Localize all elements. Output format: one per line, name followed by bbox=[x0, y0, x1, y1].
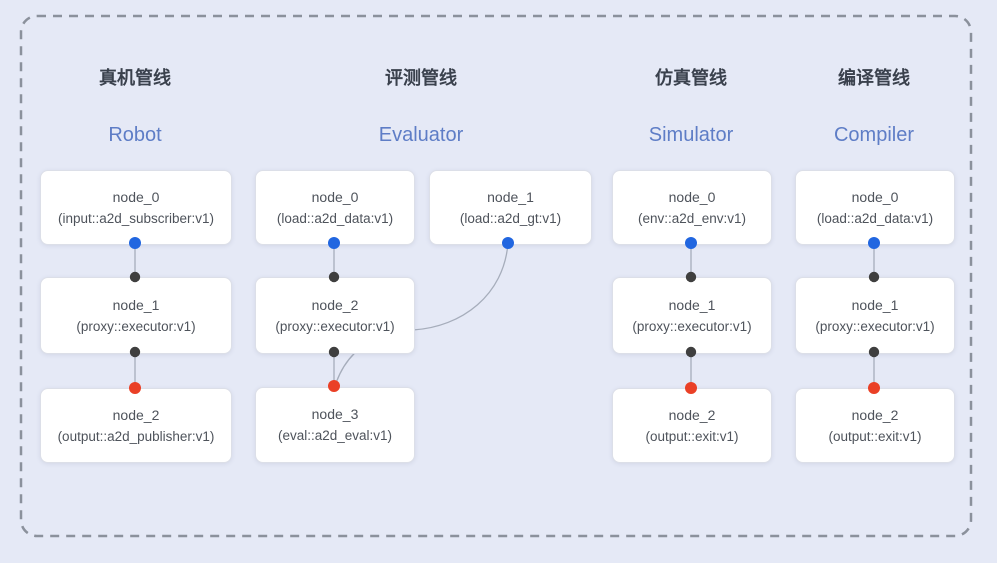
dashed-border bbox=[19, 14, 973, 538]
edge-curve bbox=[334, 242, 509, 387]
